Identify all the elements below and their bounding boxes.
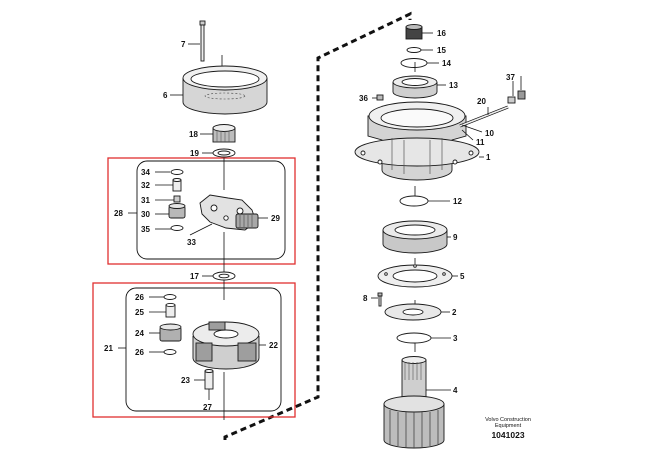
part-label-17: 17	[190, 272, 199, 281]
part-label-1: 1	[486, 153, 491, 162]
group-box-lower	[125, 287, 282, 412]
part-label-35: 36	[359, 94, 368, 103]
part-label-16: 16	[437, 29, 446, 38]
caption-company: Volvo Construction	[485, 417, 531, 423]
pinion-shaft-part	[383, 356, 445, 449]
assembly-path-dashed	[223, 11, 412, 440]
part-label-7: 7	[181, 40, 186, 49]
part-label-14: 14	[442, 59, 451, 68]
part-label-19: 19	[190, 149, 199, 158]
part-label-30: 30	[141, 210, 150, 219]
part-label-34-top: 34	[141, 168, 150, 177]
highlight-box-carrier-upper	[107, 157, 296, 265]
part-label-22: 22	[269, 341, 278, 350]
part-label-13: 13	[449, 81, 458, 90]
part-number-labels: 7 6 18 19 34 32 31 30 35 28 29 33 17 26 …	[104, 29, 515, 412]
cap-part	[405, 24, 423, 40]
part-label-4: 4	[453, 386, 458, 395]
part-label-34-bottom: 35	[141, 225, 150, 234]
part-label-8: 8	[363, 294, 368, 303]
part-label-28: 28	[114, 209, 123, 218]
part-label-32: 32	[141, 181, 150, 190]
cover-flange-part	[377, 264, 453, 288]
caption-reference-number: 1041023	[491, 430, 524, 440]
lower-pin-group	[159, 294, 214, 390]
part-label-29: 29	[271, 214, 280, 223]
part-label-5: 5	[460, 272, 465, 281]
group-box-upper	[136, 160, 286, 260]
part-label-21: 21	[104, 344, 113, 353]
part-label-26-bottom: 26	[135, 348, 144, 357]
part-label-36: 37	[506, 73, 515, 82]
sun-gear-part	[212, 124, 236, 143]
part-label-31: 31	[141, 196, 150, 205]
part-label-15: 15	[437, 46, 446, 55]
part-label-6: 6	[163, 91, 168, 100]
part-label-9: 9	[453, 233, 458, 242]
retaining-ring-part	[400, 58, 428, 68]
part-label-10: 10	[485, 129, 494, 138]
oil-seal-part	[399, 195, 429, 207]
part-label-33: 33	[187, 238, 196, 247]
highlight-box-carrier-lower	[92, 282, 296, 418]
caption-block: Volvo Construction Equipment 1041023	[485, 417, 531, 440]
level-pipe-part	[459, 90, 526, 128]
caption-company-line2: Equipment	[495, 423, 522, 429]
collar-part	[396, 332, 432, 344]
part-label-3: 3	[453, 334, 458, 343]
leader-lines	[118, 32, 522, 400]
swing-housing-part	[354, 94, 480, 181]
upper-bearing-part	[392, 75, 438, 99]
bolt-part	[199, 20, 206, 62]
part-label-18: 18	[189, 130, 198, 139]
cover-bolt-part	[377, 292, 383, 307]
part-label-26-top: 26	[135, 293, 144, 302]
part-label-23: 23	[181, 376, 190, 385]
part-label-12: 12	[453, 197, 462, 206]
part-label-2: 2	[452, 308, 457, 317]
part-label-24: 24	[135, 329, 144, 338]
upper-pin-group	[168, 169, 186, 231]
planet-carrier-upper-part	[199, 194, 259, 231]
part-label-20: 20	[477, 97, 486, 106]
part-label-25: 25	[135, 308, 144, 317]
part-label-11: 11	[476, 138, 485, 147]
part-label-27: 27	[203, 403, 212, 412]
planet-carrier-lower-part	[192, 321, 260, 370]
ring-gear-part	[182, 65, 268, 115]
small-washer-part	[406, 47, 422, 53]
lower-bearing-part	[382, 220, 448, 254]
